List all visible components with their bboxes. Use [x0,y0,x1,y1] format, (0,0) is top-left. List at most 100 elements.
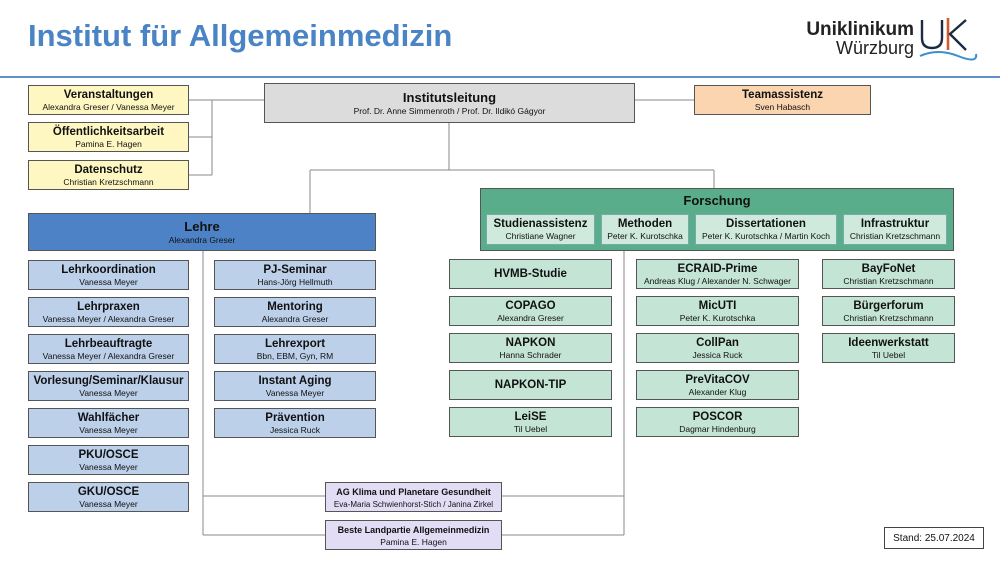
box-pku-osce: PKU/OSCE Vanessa Meyer [28,445,189,475]
box-title: Infrastruktur [860,218,930,230]
box-names: Christian Kretzschmann [843,275,934,286]
box-napkon: NAPKON Hanna Schrader [449,333,612,363]
box-methoden: Methoden Peter K. Kurotschka [601,214,689,245]
box-datenschutz: Datenschutz Christian Kretzschmann [28,160,189,190]
box-names: Alexandra Greser [497,312,564,323]
box-names: Pamina E. Hagen [380,536,447,547]
box-beste-landpartie: Beste Landpartie Allgemeinmedizin Pamina… [325,520,502,550]
box-title: BayFoNet [861,262,916,275]
box-title: NAPKON [505,336,556,349]
box-title: Veranstaltungen [63,88,154,101]
box-names: Vanessa Meyer / Alexandra Greser [42,313,175,324]
box-names: Bbn, EBM, Gyn, RM [256,350,334,361]
box-names: Peter K. Kurotschka [679,312,756,323]
box-title: Öffentlichkeitsarbeit [52,125,165,138]
box-title: Dissertationen [726,218,806,230]
box-names: Pamina E. Hagen [75,138,142,149]
box-infrastruktur: Infrastruktur Christian Kretzschmann [843,214,947,245]
box-micuti: MicUTI Peter K. Kurotschka [636,296,799,326]
box-wahlfaecher: Wahlfächer Vanessa Meyer [28,408,189,438]
box-institutsleitung: Institutsleitung Prof. Dr. Anne Simmenro… [264,83,635,123]
box-names: Vanessa Meyer [79,498,138,509]
box-names: Vanessa Meyer [265,387,325,398]
box-lehrkoordination: Lehrkoordination Vanessa Meyer [28,260,189,290]
box-oeffentlichkeitsarbeit: Öffentlichkeitsarbeit Pamina E. Hagen [28,122,189,152]
stand-date: Stand: 25.07.2024 [884,527,984,549]
box-title: Prävention [265,411,325,424]
box-names: Peter K. Kurotschka / Martin Koch [701,231,831,241]
box-title: CollPan [696,336,739,349]
box-ecraid-prime: ECRAID-Prime Andreas Klug / Alexander N.… [636,259,799,289]
box-teamassistenz: Teamassistenz Sven Habasch [694,85,871,115]
box-title: LeiSE [514,410,547,423]
box-names: Vanessa Meyer [79,424,138,435]
box-lehrexport: Lehrexport Bbn, EBM, Gyn, RM [214,334,376,364]
box-names: Hanna Schrader [499,349,562,360]
logo-line2: Würzburg [835,38,914,58]
box-title: PreVitaCOV [685,373,750,386]
box-names: Christian Kretzschmann [849,231,941,241]
box-ideenwerkstatt: Ideenwerkstatt Til Uebel [822,333,955,363]
box-names: Christian Kretzschmann [843,312,934,323]
box-names: Til Uebel [871,349,906,360]
box-title: PKU/OSCE [78,448,139,461]
box-names: Jessica Ruck [269,424,321,435]
box-title: Mentoring [267,300,323,313]
box-title: PJ-Seminar [263,263,327,276]
box-poscor: POSCOR Dagmar Hindenburg [636,407,799,437]
box-lehre: Lehre Alexandra Greser [28,213,376,251]
box-title: NAPKON-TIP [494,379,567,391]
box-veranstaltungen: Veranstaltungen Alexandra Greser / Vanes… [28,85,189,115]
box-names: Christian Kretzschmann [63,176,154,187]
box-title: Vorlesung/Seminar/Klausur [33,374,184,387]
box-names: Vanessa Meyer [79,387,138,398]
box-names: Alexandra Greser [168,234,236,245]
box-names: Alexander Klug [688,386,747,397]
box-title: GKU/OSCE [77,485,140,498]
box-names: Peter K. Kurotschka [607,231,683,241]
box-title: Datenschutz [74,163,143,176]
box-collpan: CollPan Jessica Ruck [636,333,799,363]
header-divider [0,76,1000,78]
box-leise: LeiSE Til Uebel [449,407,612,437]
box-hvmb-studie: HVMB-Studie [449,259,612,289]
box-title: Lehrpraxen [77,300,140,313]
box-title: Beste Landpartie Allgemeinmedizin [337,524,490,535]
box-title: HVMB-Studie [494,268,567,280]
box-copago: COPAGO Alexandra Greser [449,296,612,326]
box-names: Alexandra Greser / Vanessa Meyer [42,101,175,112]
box-names: Andreas Klug / Alexander N. Schwager [644,275,791,286]
box-title: COPAGO [505,299,556,312]
box-pj-seminar: PJ-Seminar Hans-Jörg Hellmuth [214,260,376,290]
box-title: Teamassistenz [742,88,823,101]
box-napkon-tip: NAPKON-TIP [449,370,612,400]
box-title: POSCOR [692,410,743,423]
box-title: Institutsleitung [402,89,497,105]
box-title: Lehrexport [264,337,326,350]
box-names: Christiane Wagner [505,231,576,241]
box-names: Prof. Dr. Anne Simmenroth / Prof. Dr. Il… [353,105,546,116]
box-dissertationen: Dissertationen Peter K. Kurotschka / Mar… [695,214,837,245]
box-names: Eva-Maria Schwienhorst-Stich / Janina Zi… [333,499,494,509]
box-names: Alexandra Greser [261,313,329,324]
box-bayfonet: BayFoNet Christian Kretzschmann [822,259,955,289]
box-title: Bürgerforum [853,299,924,312]
logo-line1: Uniklinikum [806,19,914,40]
box-title: Lehrkoordination [61,263,156,276]
page-title: Institut für Allgemeinmedizin [28,18,453,53]
box-gku-osce: GKU/OSCE Vanessa Meyer [28,482,189,512]
box-names: Vanessa Meyer [79,461,138,472]
box-title: Lehrbeauftragte [64,337,153,350]
box-mentoring: Mentoring Alexandra Greser [214,297,376,327]
box-instant-aging: Instant Aging Vanessa Meyer [214,371,376,401]
box-title: Wahlfächer [77,411,140,424]
box-names: Sven Habasch [754,101,811,112]
box-title: Studienassistenz [493,218,588,230]
box-names: Vanessa Meyer [79,276,138,287]
box-title: Forschung [683,193,751,208]
box-names: Til Uebel [513,423,548,434]
box-title: AG Klima und Planetare Gesundheit [336,486,491,497]
box-previtacov: PreVitaCOV Alexander Klug [636,370,799,400]
box-title: Instant Aging [258,374,332,387]
